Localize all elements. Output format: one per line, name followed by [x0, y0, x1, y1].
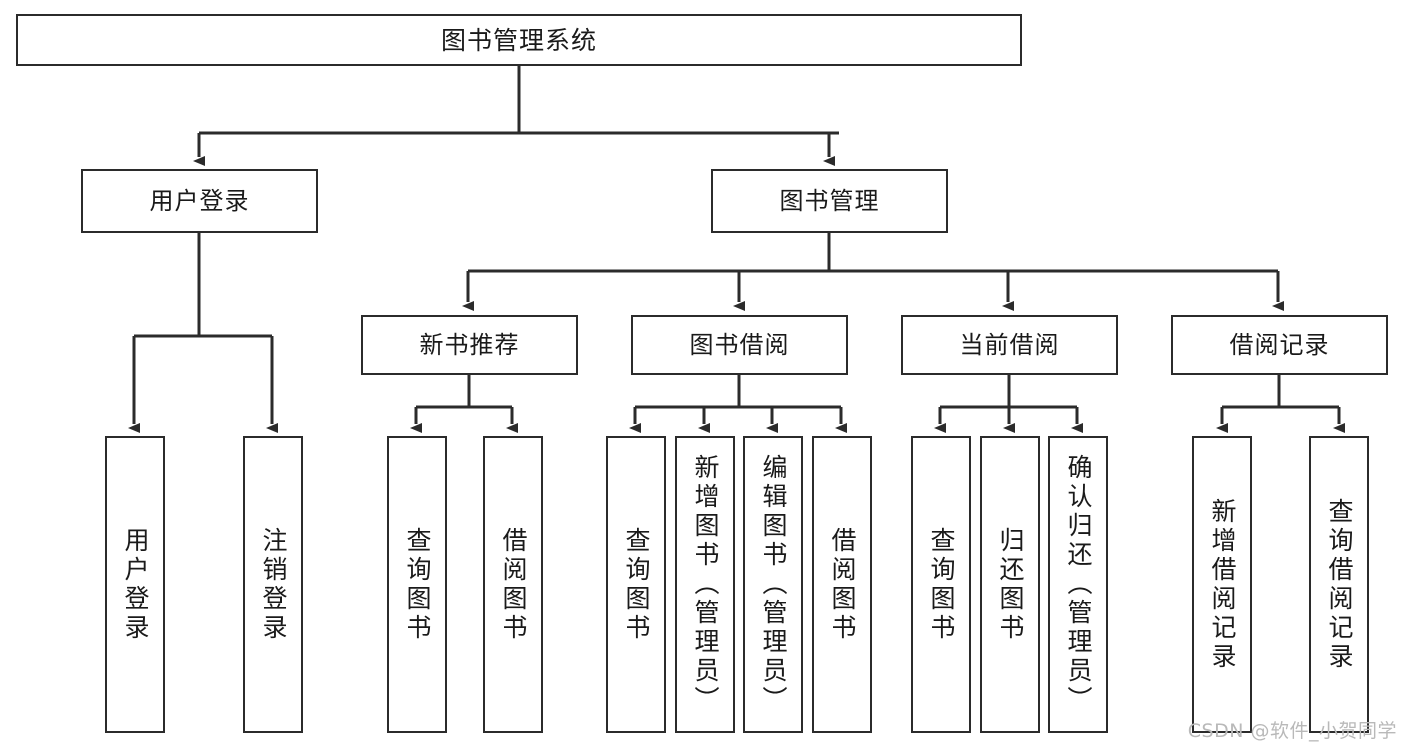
node-current-borrow[interactable]: 当前借阅 [901, 315, 1118, 375]
node-label: 图书管理 [779, 187, 880, 215]
node-borrow-record[interactable]: 借阅记录 [1171, 315, 1388, 375]
node-book-management[interactable]: 图书管理 [711, 169, 948, 233]
node-label: 查询借阅记录 [1325, 497, 1354, 672]
node-label: 新增借阅记录 [1208, 497, 1237, 672]
node-label: 借阅图书 [499, 526, 528, 643]
node-label: 归还图书 [996, 526, 1025, 643]
leaf-user-login[interactable]: 用户登录 [105, 436, 165, 733]
node-new-book-recommend[interactable]: 新书推荐 [361, 315, 578, 375]
node-label: 借阅图书 [828, 526, 857, 643]
leaf-return-book[interactable]: 归还图书 [980, 436, 1040, 733]
node-label: 图书借阅 [689, 331, 790, 359]
node-root-book-management-system[interactable]: 图书管理系统 [16, 14, 1022, 66]
leaf-logout[interactable]: 注销登录 [243, 436, 303, 733]
node-label: 新增图书（管理员） [691, 454, 720, 715]
node-label: 确认归还（管理员） [1064, 454, 1093, 715]
node-label: 用户登录 [149, 187, 250, 215]
leaf-borrow-book-recommend[interactable]: 借阅图书 [483, 436, 543, 733]
csdn-watermark: CSDN @软件_小贺同学 [1187, 720, 1397, 742]
leaf-query-book-borrow[interactable]: 查询图书 [606, 436, 666, 733]
leaf-query-borrow-record[interactable]: 查询借阅记录 [1309, 436, 1369, 733]
node-label: 图书管理系统 [440, 25, 597, 55]
node-label: 借阅记录 [1229, 331, 1330, 359]
node-label: 新书推荐 [419, 331, 520, 359]
node-label: 当前借阅 [959, 331, 1060, 359]
node-label: 查询图书 [403, 526, 432, 643]
node-label: 注销登录 [259, 526, 288, 643]
leaf-query-book-recommend[interactable]: 查询图书 [387, 436, 447, 733]
node-label: 编辑图书（管理员） [759, 454, 788, 715]
leaf-confirm-return-admin[interactable]: 确认归还（管理员） [1048, 436, 1108, 733]
node-label: 用户登录 [121, 526, 150, 643]
node-label: 查询图书 [622, 526, 651, 643]
leaf-query-book-current[interactable]: 查询图书 [911, 436, 971, 733]
node-book-borrow[interactable]: 图书借阅 [631, 315, 848, 375]
leaf-add-book-admin[interactable]: 新增图书（管理员） [675, 436, 735, 733]
leaf-borrow-book[interactable]: 借阅图书 [812, 436, 872, 733]
node-user-login[interactable]: 用户登录 [81, 169, 318, 233]
leaf-edit-book-admin[interactable]: 编辑图书（管理员） [743, 436, 803, 733]
node-label: 查询图书 [927, 526, 956, 643]
leaf-add-borrow-record[interactable]: 新增借阅记录 [1192, 436, 1252, 733]
